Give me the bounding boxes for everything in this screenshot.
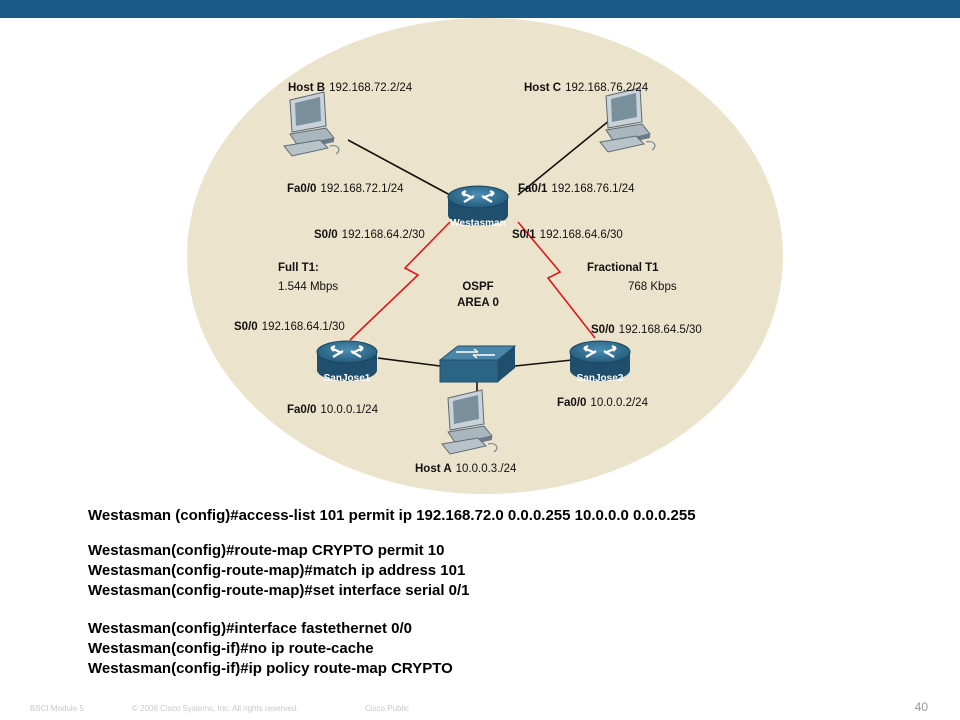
host-b-label: Host B 192.168.72.2/24 bbox=[288, 82, 413, 94]
footer-module: BSCI Module 5 bbox=[30, 704, 84, 713]
serial-link-left bbox=[349, 221, 451, 341]
full-t1-title: Full T1: bbox=[278, 262, 319, 274]
host-b-ip: 192.168.72.2/24 bbox=[329, 82, 413, 94]
westasman-s01-ip: 192.168.64.6/30 bbox=[540, 229, 623, 241]
westasman-fa01-iface: Fa0/1 bbox=[518, 183, 548, 195]
command-line: Westasman(config-if)#ip policy route-map… bbox=[88, 660, 453, 677]
sanjose2-s00-iface: S0/0 bbox=[591, 324, 615, 336]
page-number: 40 bbox=[914, 700, 928, 714]
ospf-label: OSPF bbox=[462, 281, 493, 293]
sanjose1-s00-iface: S0/0 bbox=[234, 321, 258, 333]
full-t1-speed: 1.544 Mbps bbox=[278, 281, 338, 293]
sanjose2-fa00-iface: Fa0/0 bbox=[557, 397, 586, 409]
link-hostc-westasman bbox=[517, 119, 611, 196]
westasman-s00-ip: 192.168.64.2/30 bbox=[342, 229, 425, 241]
command-block-acl: Westasman (config)#access-list 101 permi… bbox=[88, 506, 696, 526]
host-c-label: Host C 192.168.76.2/24 bbox=[524, 82, 649, 94]
top-banner bbox=[0, 0, 960, 18]
westasman-fa01-ip: 192.168.76.1/24 bbox=[551, 183, 635, 195]
host-a-label: Host A 10.0.0.3./24 bbox=[415, 463, 517, 475]
sanjose2-s00-ip: 192.168.64.5/30 bbox=[619, 324, 702, 336]
link-sanjose1-switch bbox=[377, 357, 441, 367]
link-hostb-westasman bbox=[347, 139, 451, 196]
westasman-s00-iface: S0/0 bbox=[314, 229, 338, 241]
serial-link-right bbox=[517, 221, 596, 339]
westasman-s00-label: S0/0 192.168.64.2/30 bbox=[314, 229, 425, 241]
command-block-route-map: Westasman(config)#route-map CRYPTO permi… bbox=[88, 541, 470, 601]
command-line: Westasman(config-route-map)#match ip add… bbox=[88, 562, 466, 579]
fractional-t1-speed: 768 Kbps bbox=[628, 281, 677, 293]
sanjose1-fa00-ip: 10.0.0.1/24 bbox=[320, 404, 378, 416]
sanjose2-s00-label: S0/0 192.168.64.5/30 bbox=[591, 324, 702, 336]
network-topology-diagram: Westasman SanJose1 SanJose2 Host B 192.16… bbox=[187, 18, 783, 494]
command-line: Westasman(config-if)#no ip route-cache bbox=[88, 640, 374, 657]
westasman-fa00-ip: 192.168.72.1/24 bbox=[320, 183, 404, 195]
background-ellipse bbox=[187, 18, 783, 494]
host-c-ip: 192.168.76.2/24 bbox=[565, 82, 649, 94]
sanjose1-fa00-label: Fa0/0 10.0.0.1/24 bbox=[287, 404, 379, 416]
command-line: Westasman(config-route-map)#set interfac… bbox=[88, 582, 470, 599]
ospf-area-label: AREA 0 bbox=[457, 297, 499, 309]
router-sanjose1-label: SanJose1 bbox=[324, 373, 371, 384]
host-a-ip: 10.0.0.3./24 bbox=[456, 463, 517, 475]
command-line: Westasman(config)#interface fastethernet… bbox=[88, 620, 412, 637]
command-line: Westasman (config)#access-list 101 permi… bbox=[88, 507, 696, 524]
westasman-s01-label: S0/1 192.168.64.6/30 bbox=[512, 229, 623, 241]
fractional-t1-title: Fractional T1 bbox=[587, 262, 659, 274]
sanjose2-fa00-ip: 10.0.0.2/24 bbox=[590, 397, 648, 409]
footer-copyright: © 2006 Cisco Systems, Inc. All rights re… bbox=[132, 704, 299, 713]
westasman-fa00-label: Fa0/0 192.168.72.1/24 bbox=[287, 183, 404, 195]
command-block-interface: Westasman(config)#interface fastethernet… bbox=[88, 619, 453, 679]
router-westasman-label: Westasman bbox=[450, 218, 505, 229]
host-c-name: Host C bbox=[524, 82, 561, 94]
westasman-s01-iface: S0/1 bbox=[512, 229, 536, 241]
sanjose1-fa00-iface: Fa0/0 bbox=[287, 404, 316, 416]
footer-classification: Cisco Public bbox=[365, 704, 410, 713]
sanjose2-fa00-label: Fa0/0 10.0.0.2/24 bbox=[557, 397, 649, 409]
host-a-name: Host A bbox=[415, 463, 452, 475]
sanjose1-s00-label: S0/0 192.168.64.1/30 bbox=[234, 321, 345, 333]
link-switch-sanjose2 bbox=[514, 359, 573, 367]
command-line: Westasman(config)#route-map CRYPTO permi… bbox=[88, 542, 445, 559]
sanjose1-s00-ip: 192.168.64.1/30 bbox=[262, 321, 345, 333]
host-b-name: Host B bbox=[288, 82, 325, 94]
westasman-fa00-iface: Fa0/0 bbox=[287, 183, 316, 195]
switch-icon bbox=[438, 345, 517, 383]
router-sanjose2-label: SanJose2 bbox=[577, 373, 624, 384]
